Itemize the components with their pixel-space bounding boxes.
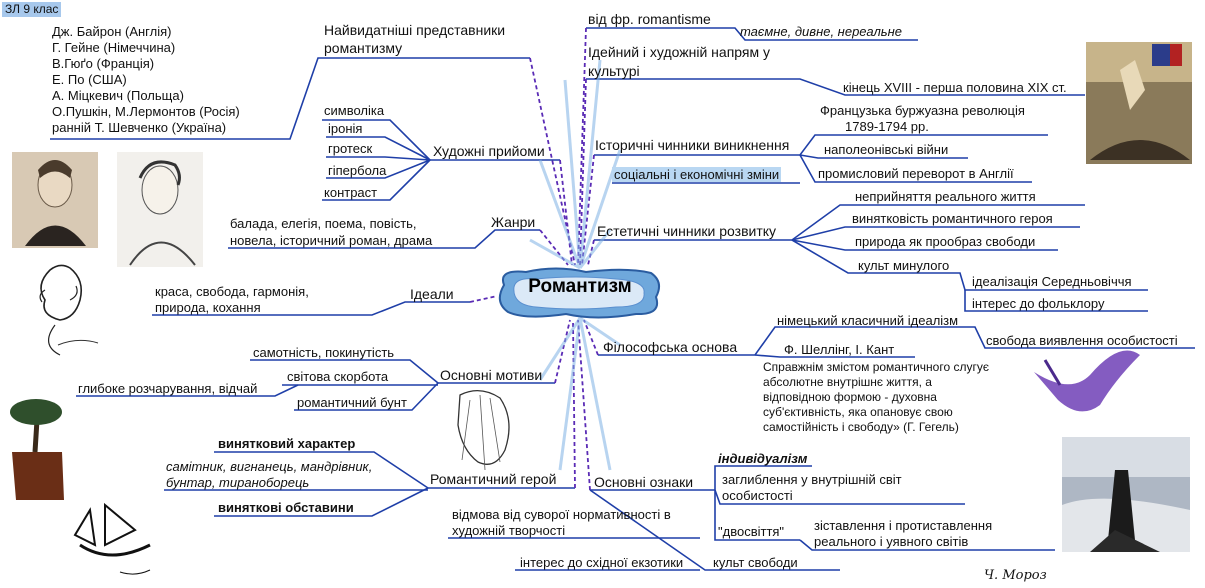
branch-hero: Романтичний герой xyxy=(430,471,557,487)
center-node-shape xyxy=(498,267,661,319)
aesthetic-item: природа як прообраз свободи xyxy=(855,234,1036,249)
definition-line1: Ідейний і художній напрям у xyxy=(588,44,770,60)
motif-item: світова скорбота xyxy=(287,369,389,384)
aesthetic-subitem: інтерес до фольклору xyxy=(972,296,1105,311)
hegel-quote: Справжнім змістом романтичного слугує аб… xyxy=(763,360,989,434)
aesthetic-item: винятковість романтичного героя xyxy=(852,211,1053,226)
feature-line2: особистості xyxy=(722,488,793,503)
hero-desc-line2: бунтар, тираноборець xyxy=(166,475,310,490)
hero-desc-line1: самітник, вигнанець, мандрівник, xyxy=(166,459,373,474)
feature-item: культ свободи xyxy=(713,555,798,570)
representative: Дж. Байрон (Англія) xyxy=(52,24,172,39)
feature-item: індивідуалізм xyxy=(718,451,808,466)
definition-detail: кінець XVIII - перша половина XIX ст. xyxy=(843,80,1067,95)
wanderer-painting xyxy=(1062,437,1190,552)
philosophy-item: свобода виявлення особистості xyxy=(986,333,1178,348)
branch-ideals: Ідеали xyxy=(410,286,454,302)
history-item-line1: Французька буржуазна революція xyxy=(820,103,1025,118)
representative: Е. По (США) xyxy=(52,72,127,87)
branch-origin: від фр. romantisme xyxy=(588,11,711,27)
aesthetic-item: неприйняття реального життя xyxy=(855,189,1036,204)
aesthetic-subitem: ідеалізація Середньовіччя xyxy=(972,274,1132,289)
ideals-line1: краса, свобода, гармонія, xyxy=(155,284,309,299)
feature-item: інтерес до східної екзотики xyxy=(520,555,684,570)
representative: ранній Т. Шевченко (Україна) xyxy=(52,120,227,135)
feature-line3: зіставлення і протиставлення xyxy=(814,518,993,533)
tree-image xyxy=(10,399,64,500)
branch-philosophy: Філософська основа xyxy=(603,339,738,355)
feature-line4: реального і уявного світів xyxy=(814,534,969,549)
liberty-painting xyxy=(1086,42,1192,164)
representative: Г. Гейне (Німеччина) xyxy=(52,40,176,55)
device-item: символіка xyxy=(324,103,385,118)
portrait-byron-image xyxy=(117,152,203,267)
feature-item: "двосвіття" xyxy=(718,524,785,539)
history-item: промисловий переворот в Англії xyxy=(818,166,1014,181)
branch-devices: Художні прийоми xyxy=(433,143,545,159)
representative: О.Пушкін, М.Лермонтов (Росія) xyxy=(52,104,240,119)
device-item: гіпербола xyxy=(328,163,387,178)
woman-sketch xyxy=(457,390,510,471)
branch-representatives-line2: романтизму xyxy=(324,40,403,56)
definition-line2: культурі xyxy=(588,63,640,79)
genres-line2: новела, історичний роман, драма xyxy=(230,233,433,248)
philosophy-item: німецький класичний ідеалізм xyxy=(777,313,959,328)
history-item: наполеонівські війни xyxy=(824,142,949,157)
branch-features: Основні ознаки xyxy=(594,474,694,490)
branch-representatives-line1: Найвидатніші представники xyxy=(324,22,506,38)
branch-aesthetic: Естетичні чинники розвитку xyxy=(597,223,777,239)
device-item: іронія xyxy=(328,121,363,136)
aesthetic-item: культ минулого xyxy=(858,258,950,273)
branch-motifs: Основні мотиви xyxy=(440,367,543,383)
genres-line1: балада, елегія, поема, повість, xyxy=(230,216,417,231)
ship-sketch xyxy=(73,502,151,575)
device-item: контраст xyxy=(324,185,378,200)
feature-line5: відмова від суворої нормативності в xyxy=(452,507,671,522)
history-item-line2: 1789-1794 рр. xyxy=(845,119,929,134)
history-social-economic: соціальні і економічні зміни xyxy=(612,167,782,182)
representative: В.Гюґо (Франція) xyxy=(52,56,155,71)
philosophy-item: Ф. Шеллінг, І. Кант xyxy=(784,342,895,357)
branch-genres: Жанри xyxy=(491,214,536,230)
author-signature: Ч. Мороз xyxy=(984,568,1047,583)
bird-sculpture xyxy=(1034,350,1140,412)
central-topic: Романтизм xyxy=(528,276,632,297)
representative: А. Міцкевич (Польща) xyxy=(52,88,184,103)
portrait-pushkin-sketch xyxy=(39,264,99,356)
motif-item: самотність, покинутість xyxy=(253,345,395,360)
origin-detail: таємне, дивне, нереальне xyxy=(740,24,903,39)
branch-history: Історичні чинники виникнення xyxy=(595,137,790,153)
grade-tag: ЗЛ 9 клас xyxy=(2,2,62,17)
device-item: гротеск xyxy=(328,141,373,156)
motif-item: романтичний бунт xyxy=(297,395,407,410)
portrait-heine-image xyxy=(12,152,98,248)
motif-item: глибоке розчарування, відчай xyxy=(78,381,258,396)
hero-item: винятковий характер xyxy=(218,436,356,451)
ideals-line2: природа, кохання xyxy=(155,300,261,315)
feature-line6: художній творчості xyxy=(452,523,566,538)
feature-line1: заглиблення у внутрішній світ xyxy=(722,472,902,487)
hero-item: виняткові обставини xyxy=(218,500,354,515)
